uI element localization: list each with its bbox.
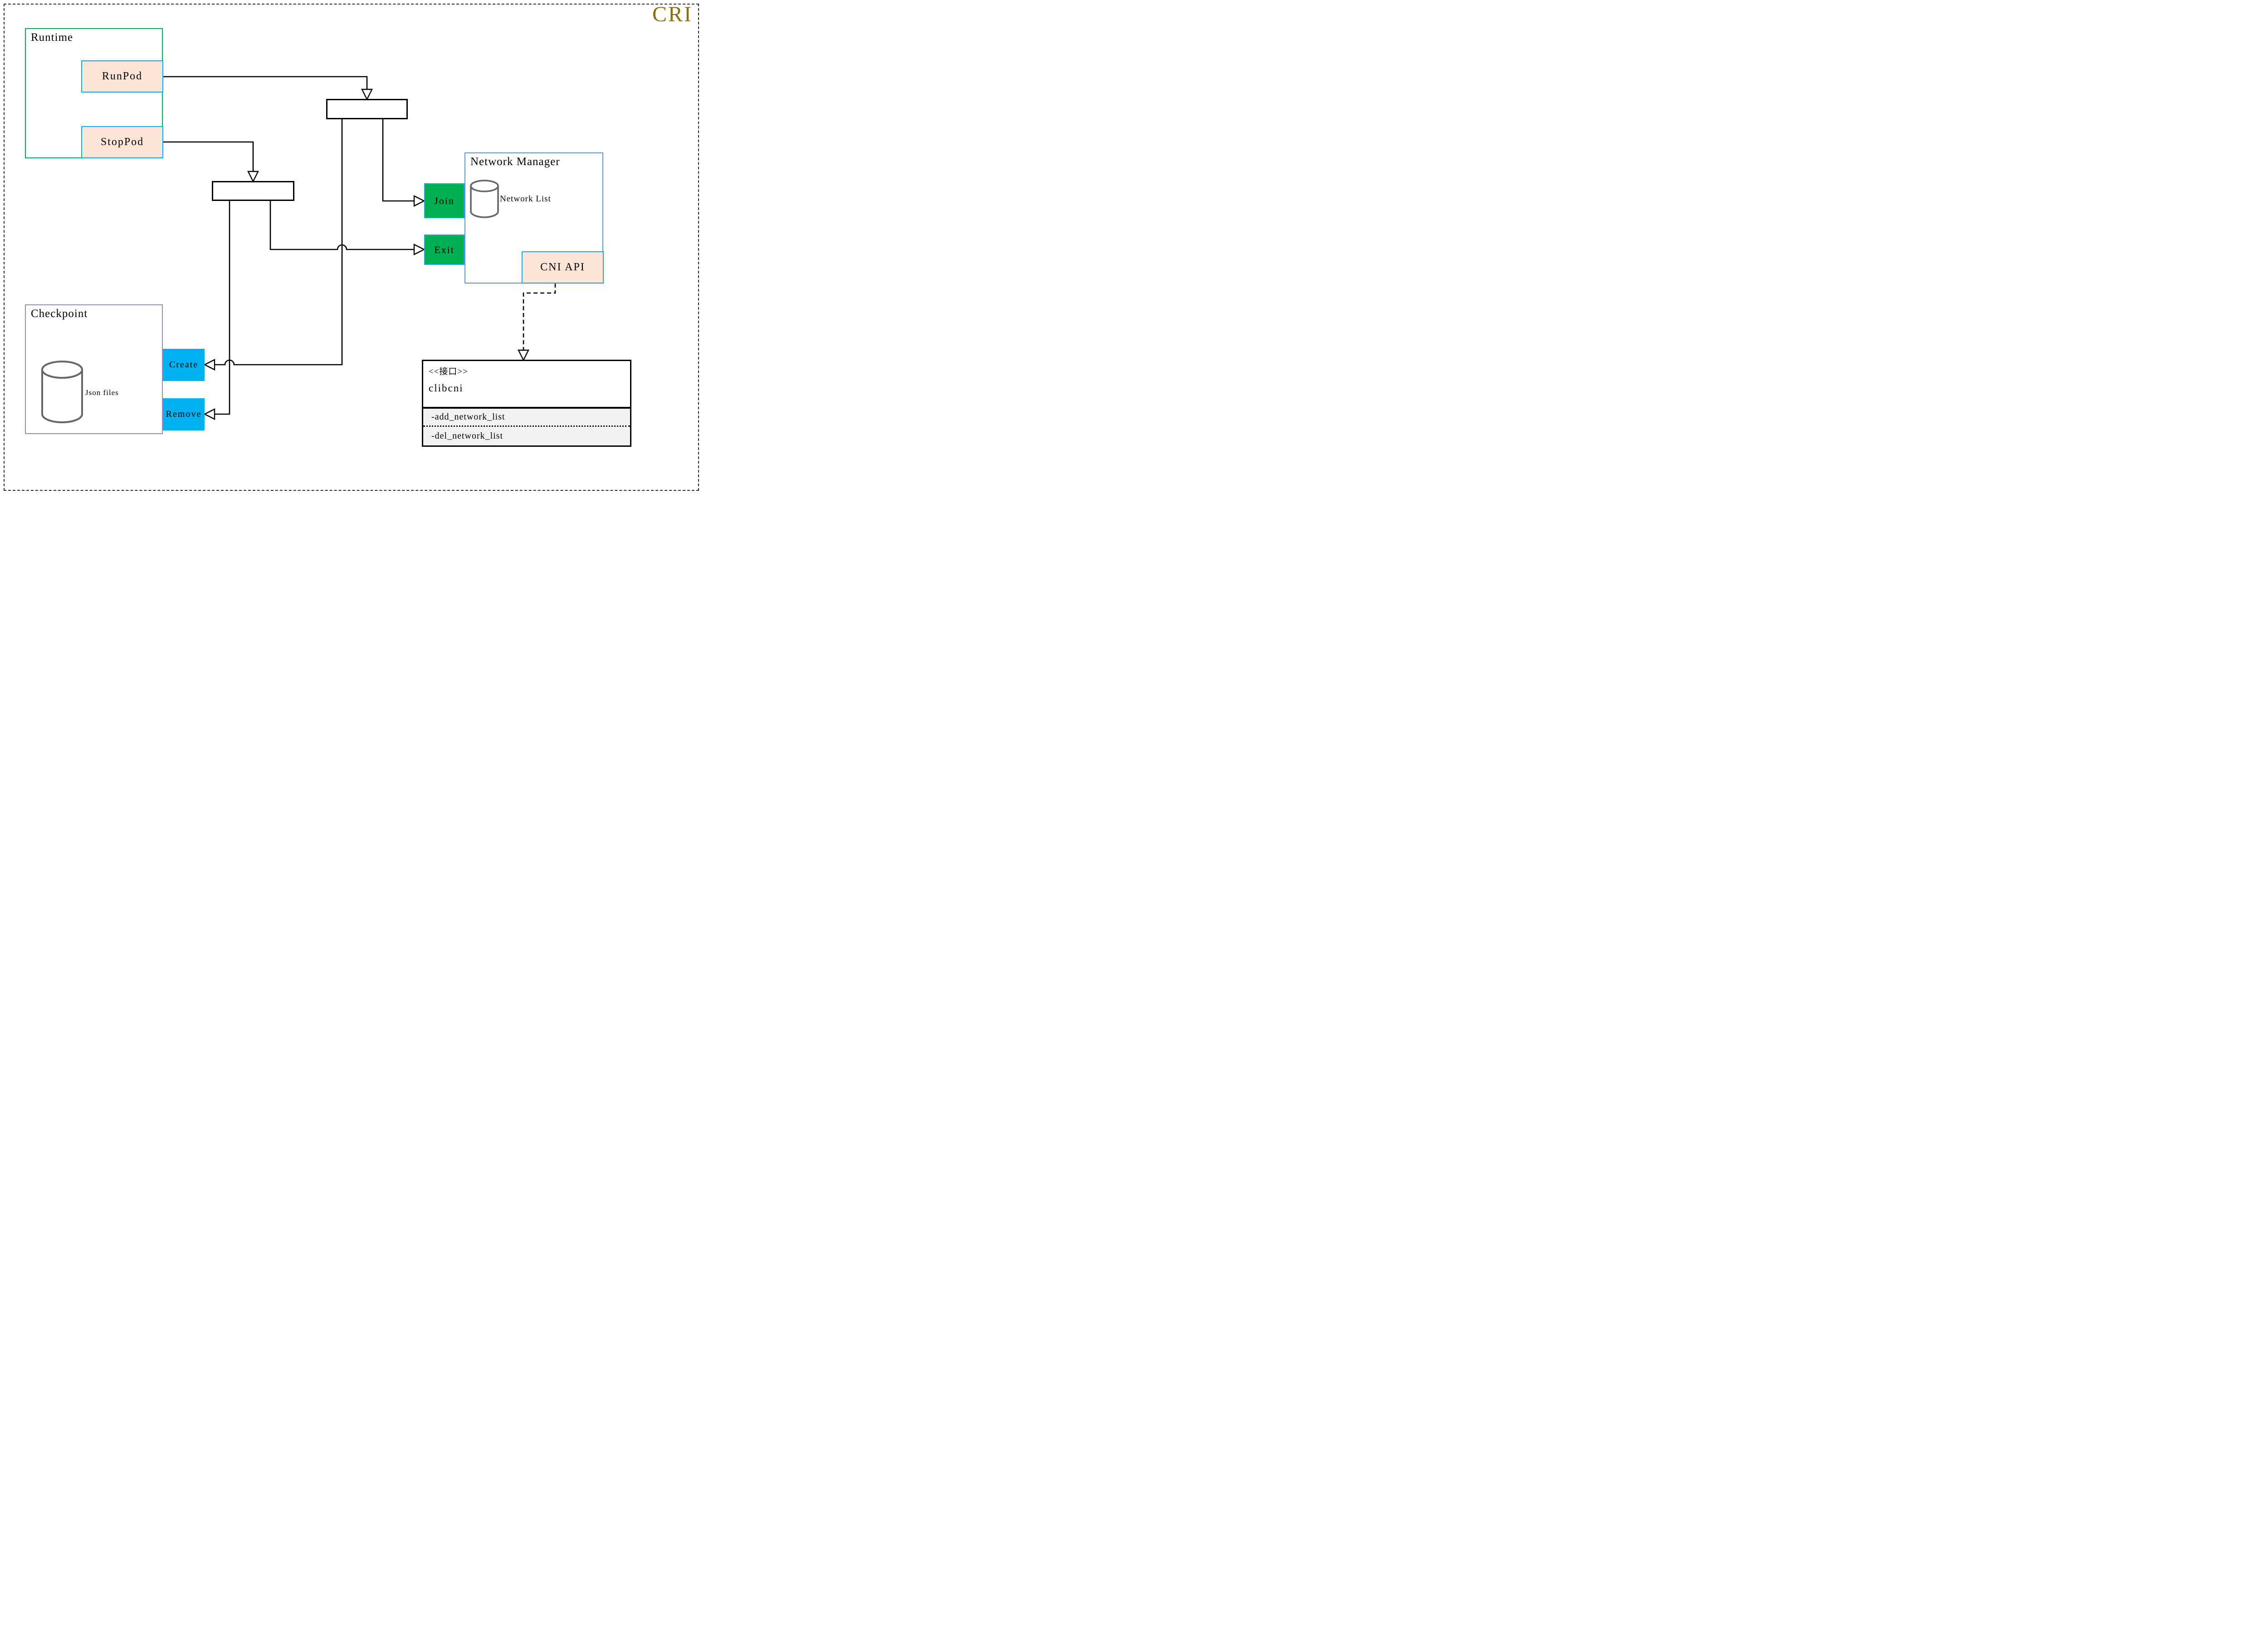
cni-api-label: CNI API	[540, 261, 585, 273]
clibcni-method-add: -add_network_list	[423, 409, 630, 427]
cri-architecture-diagram: CRI Runtime RunPod StopPod Network Manag…	[0, 0, 703, 494]
clibcni-header: <<接口>> clibcni	[423, 361, 630, 409]
wire-cniapi-to-clibcni	[523, 283, 556, 350]
runtime-label: Runtime	[31, 31, 73, 44]
wire-boxb-to-remove	[215, 201, 230, 415]
wire-boxa-to-join	[382, 119, 414, 202]
cni-api-box: CNI API	[522, 251, 604, 283]
exit-label: Exit	[434, 244, 455, 255]
json-files-label: Json files	[85, 388, 119, 397]
create-box: Create	[163, 349, 205, 381]
wire-boxa-to-create	[215, 119, 343, 366]
remove-label: Remove	[166, 409, 202, 419]
checkpoint-label: Checkpoint	[31, 308, 88, 320]
stoppod-label: StopPod	[100, 136, 144, 148]
json-files-database-cylinder-icon	[41, 361, 83, 424]
clibcni-methods: -add_network_list -del_network_list	[423, 409, 630, 445]
arrowhead-create	[203, 359, 215, 371]
clibcni-name: clibcni	[429, 382, 464, 394]
create-label: Create	[169, 360, 199, 370]
connector-box-middle	[212, 181, 294, 201]
network-manager-label: Network Manager	[470, 156, 560, 168]
connector-box-top	[326, 99, 408, 119]
wire-runpod-to-boxa	[163, 76, 368, 89]
arrowhead-boxa	[361, 88, 373, 101]
arrowhead-exit	[413, 244, 425, 255]
connector-wires	[163, 76, 556, 420]
exit-box: Exit	[424, 235, 464, 265]
join-label: Join	[434, 195, 455, 206]
clibcni-interface-box: <<接口>> clibcni -add_network_list -del_ne…	[422, 360, 631, 447]
join-box: Join	[424, 183, 464, 218]
clibcni-method-del: -del_network_list	[431, 431, 503, 441]
arrowhead-clibcni	[518, 349, 529, 362]
remove-box: Remove	[163, 398, 205, 430]
runpod-box: RunPod	[81, 60, 163, 93]
diagram-title: CRI	[652, 2, 693, 26]
checkpoint-box: Checkpoint	[25, 304, 163, 434]
network-list-database-cylinder-icon	[469, 180, 499, 219]
network-list-label: Network List	[500, 194, 551, 204]
arrowhead-boxb	[247, 171, 259, 183]
runpod-label: RunPod	[102, 70, 143, 82]
wire-stoppod-to-boxb	[163, 141, 254, 171]
stoppod-box: StopPod	[81, 126, 163, 158]
arrowhead-remove	[203, 408, 215, 420]
arrowhead-join	[413, 195, 425, 207]
clibcni-stereotype: <<接口>>	[429, 367, 468, 376]
